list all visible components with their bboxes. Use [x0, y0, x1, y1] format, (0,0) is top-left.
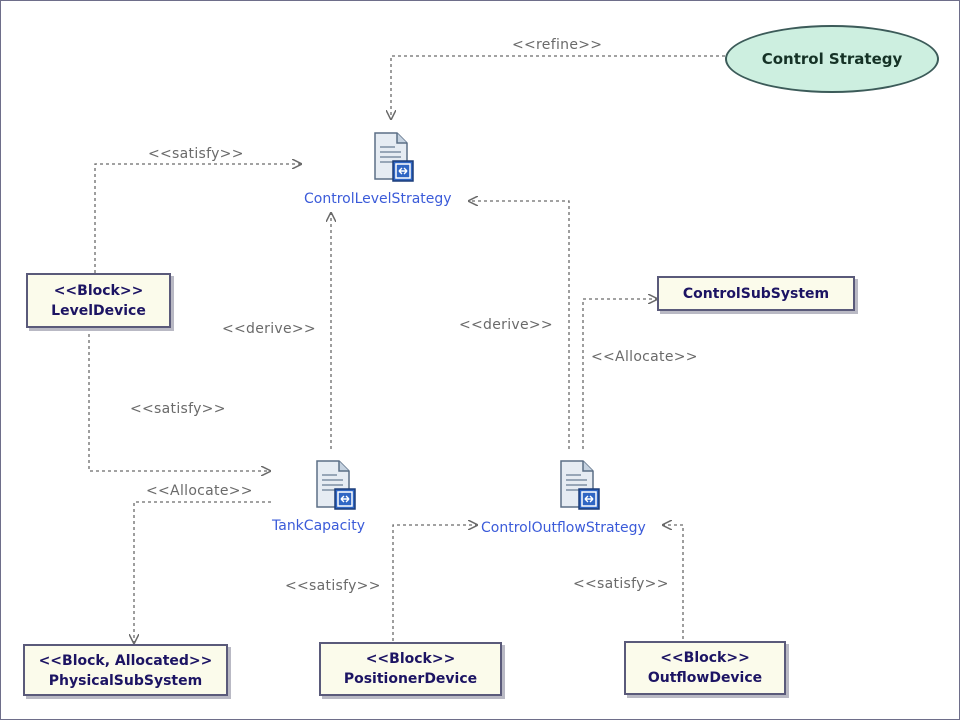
- relation-label-allocate: <<Allocate>>: [591, 349, 698, 365]
- relation-label-allocate: <<Allocate>>: [146, 483, 253, 499]
- satisfy-edge-positioner: [392, 525, 477, 641]
- requirement-document-icon: [560, 460, 600, 510]
- requirement-tank-capacity[interactable]: TankCapacity: [272, 518, 365, 534]
- block-name: OutflowDevice: [647, 670, 763, 686]
- requirement-control-outflow-strategy[interactable]: ControlOutflowStrategy: [481, 520, 646, 536]
- requirement-document-icon: [374, 132, 414, 182]
- block-stereotype: <<Block>>: [53, 283, 144, 299]
- relation-label-satisfy: <<satisfy>>: [573, 576, 669, 592]
- block-physical-subsystem[interactable]: <<Block, Allocated>> PhysicalSubSystem: [23, 644, 228, 696]
- requirement-document-icon: [316, 460, 356, 510]
- block-control-subsystem[interactable]: ControlSubSystem: [657, 276, 855, 311]
- relation-label-satisfy: <<satisfy>>: [148, 146, 244, 162]
- satisfy-edge-level-bottom: [88, 328, 270, 471]
- block-stereotype: <<Block, Allocated>>: [38, 653, 213, 669]
- relation-label-satisfy: <<satisfy>>: [285, 578, 381, 594]
- allocate-edge-physical: [134, 501, 271, 643]
- block-outflow-device[interactable]: <<Block>> OutflowDevice: [624, 641, 786, 695]
- satisfy-edge-level-top: [94, 164, 301, 273]
- satisfy-edge-outflow: [663, 525, 684, 639]
- block-name: ControlSubSystem: [682, 286, 830, 302]
- use-case-control-strategy[interactable]: Control Strategy: [725, 25, 939, 93]
- relation-label-refine: <<refine>>: [512, 37, 603, 53]
- allocate-edge-control: [582, 299, 657, 449]
- block-name: LevelDevice: [51, 303, 146, 319]
- derive-edge-outflow: [469, 201, 570, 449]
- block-name: PositionerDevice: [343, 671, 478, 687]
- block-name: PhysicalSubSystem: [48, 673, 203, 689]
- relation-label-derive: <<derive>>: [222, 321, 316, 337]
- refine-edge: [391, 55, 725, 119]
- block-stereotype: <<Block>>: [365, 651, 456, 667]
- use-case-label: Control Strategy: [761, 50, 903, 68]
- relation-label-satisfy: <<satisfy>>: [130, 401, 226, 417]
- relation-label-derive: <<derive>>: [459, 317, 553, 333]
- block-positioner-device[interactable]: <<Block>> PositionerDevice: [319, 642, 502, 696]
- block-stereotype: <<Block>>: [660, 650, 750, 666]
- block-level-device[interactable]: <<Block>> LevelDevice: [26, 273, 171, 328]
- requirement-control-level-strategy[interactable]: ControlLevelStrategy: [304, 191, 452, 207]
